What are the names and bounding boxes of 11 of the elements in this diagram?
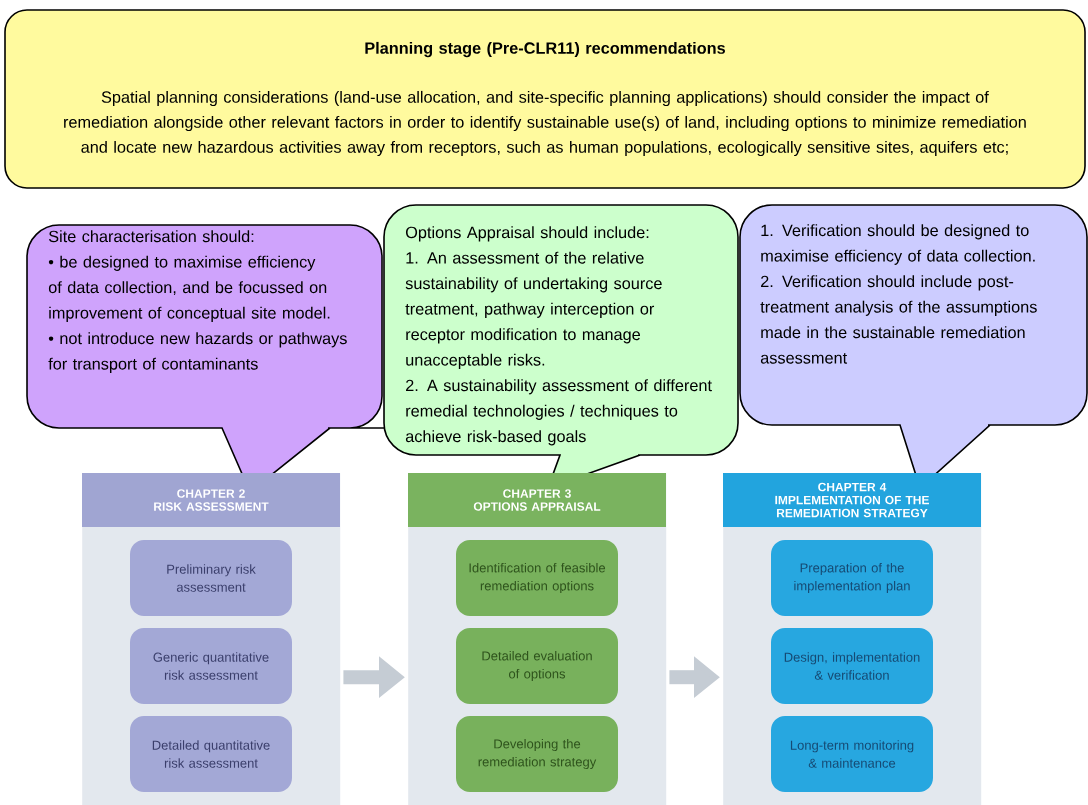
step-box: Preliminary risk assessment: [130, 540, 292, 616]
step-box: Long-term monitoring & maintenance: [771, 716, 933, 792]
step-box: Design, implementation & verification: [771, 628, 933, 704]
recommendation-box: Planning stage (Pre-CLR11) recommendations Spatial planning considerations (land-use allocation, and site-specific planning applications) should consider the impact of remediation alongside other relevant factors in order to identify sustainable use(s) of land, including options to minimize remediation and locate new hazardous activities away from receptors, such as human populations, ecologically sensitive sites, aquifers etc;: [4, 9, 1086, 189]
speech-bubble: Options Appraisal should include: 1. An assessment of the relative sustainability of undertaking source treatment, pathway interception or receptor modification to manage unacceptable risks. 2. A sustainability assessment of different remedial technologies / techniques to achieve risk-based goals: [383, 204, 739, 489]
step-box: Detailed quantitative risk assessment: [130, 716, 292, 792]
step-box: Preparation of the implementation plan: [771, 540, 933, 616]
step-box: Generic quantitative risk assessment: [130, 628, 292, 704]
step-box: Identification of feasible remediation options: [456, 540, 618, 616]
step-box: Detailed evaluation of options: [456, 628, 618, 704]
step-box: Developing the remediation strategy: [456, 716, 618, 792]
